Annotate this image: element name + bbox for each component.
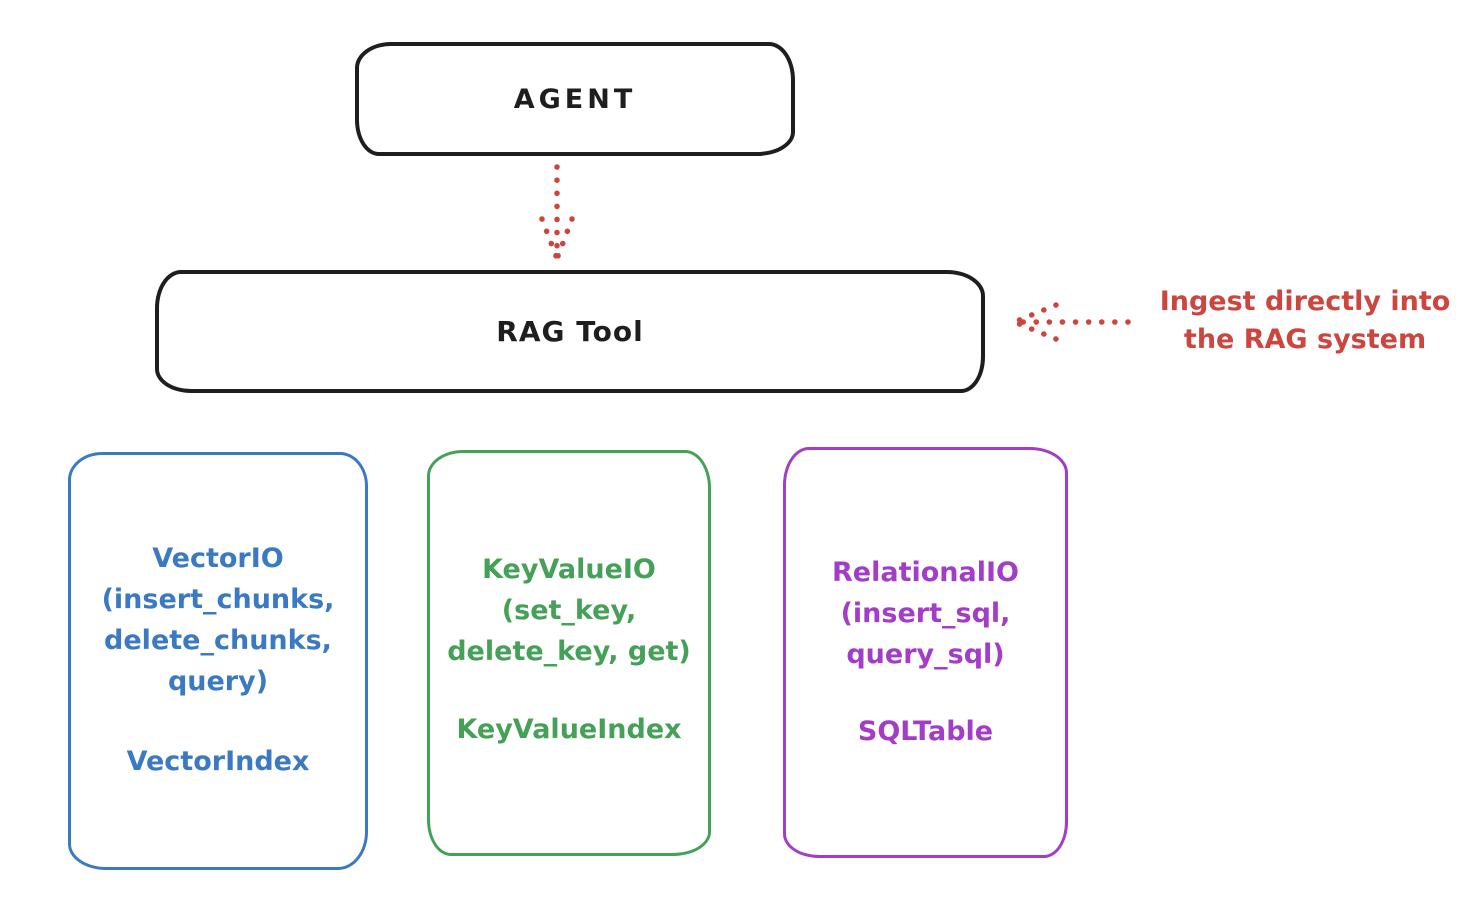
keyvalue-io-text: KeyValueIO (set_key, delete_key, get) Ke… [430, 549, 708, 750]
relational-io-params-line1: (insert_sql, [840, 598, 1011, 629]
keyvalue-io-box: KeyValueIO (set_key, delete_key, get) Ke… [427, 450, 711, 856]
ingest-annotation-line2: the RAG system [1183, 324, 1427, 355]
vector-io-title: VectorIO [152, 543, 284, 574]
keyvalue-io-title: KeyValueIO [482, 554, 656, 585]
vector-io-params-line1: (insert_chunks, [101, 584, 335, 615]
agent-to-ragtool-dotted-arrow-icon [539, 164, 575, 259]
vector-io-params-line3: query) [167, 666, 269, 697]
keyvalue-io-params-line2: delete_key, get) [447, 636, 691, 667]
keyvalue-index-label: KeyValueIndex [456, 714, 682, 745]
relational-io-params-line2: query_sql) [846, 639, 1005, 670]
vector-io-box: VectorIO (insert_chunks, delete_chunks, … [68, 452, 368, 870]
rag-tool-box-label: RAG Tool [496, 315, 644, 348]
ingest-annotation-line1: Ingest directly into [1159, 286, 1451, 317]
vector-io-text: VectorIO (insert_chunks, delete_chunks, … [71, 538, 365, 782]
relational-io-box: RelationalIO (insert_sql, query_sql) SQL… [783, 447, 1068, 858]
ingest-annotation: Ingest directly into the RAG system [1130, 283, 1480, 359]
sql-table-label: SQLTable [857, 716, 994, 747]
vector-io-params-line2: delete_chunks, [104, 625, 332, 656]
rag-tool-box: RAG Tool [155, 270, 985, 393]
agent-box: AGENT [355, 42, 795, 156]
vector-index-label: VectorIndex [126, 746, 310, 777]
keyvalue-io-params-line1: (set_key, [501, 595, 637, 626]
ingest-dotted-arrow-icon [1014, 302, 1131, 342]
relational-io-title: RelationalIO [832, 557, 1019, 588]
relational-io-text: RelationalIO (insert_sql, query_sql) SQL… [786, 552, 1065, 752]
agent-box-label: AGENT [513, 83, 637, 115]
